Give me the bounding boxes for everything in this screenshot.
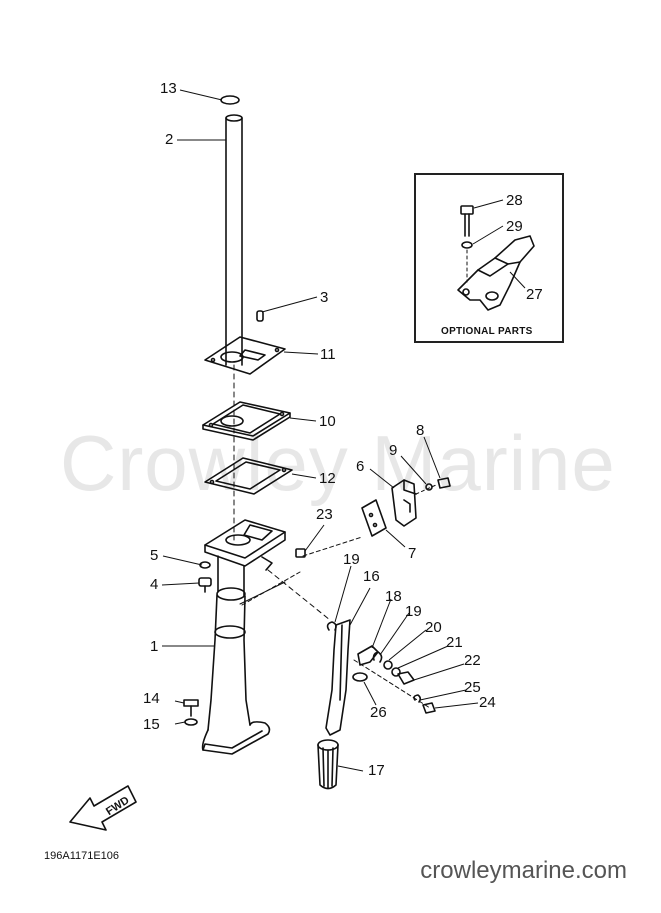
label-part-19a: 19	[343, 551, 360, 568]
label-part-8: 8	[416, 422, 425, 439]
label-part-18: 18	[385, 588, 402, 605]
label-part-13: 13	[160, 80, 177, 97]
label-part-19b: 19	[405, 603, 422, 620]
label-part-15: 15	[143, 716, 160, 733]
optional-parts-box	[414, 173, 564, 343]
label-part-10: 10	[319, 413, 336, 430]
label-part-2: 2	[165, 131, 174, 148]
part-13-cap	[220, 95, 240, 105]
label-part-4: 4	[150, 576, 159, 593]
label-part-5: 5	[150, 547, 159, 564]
label-part-16: 16	[363, 568, 380, 585]
part-21-washer	[391, 667, 401, 677]
part-16-tiller-arm	[325, 619, 351, 736]
part-20-washer	[383, 660, 393, 670]
watermark-text: Crowley Marine	[60, 419, 616, 507]
label-part-17: 17	[368, 762, 385, 779]
label-part-26: 26	[370, 704, 387, 721]
part-14-bolt	[183, 699, 199, 717]
label-part-6: 6	[356, 458, 365, 475]
label-part-23: 23	[316, 506, 333, 523]
part-10-plate	[202, 401, 291, 441]
label-part-27: 27	[526, 286, 543, 303]
part-12-gasket	[204, 457, 293, 495]
diagram-code: 196A1171E106	[44, 850, 120, 862]
part-29-washer	[461, 241, 473, 249]
part-2-tube	[225, 114, 243, 366]
part-23-nut	[295, 548, 306, 558]
optional-parts-caption: OPTIONAL PARTS	[441, 326, 533, 337]
footer-url: crowleymarine.com	[420, 857, 627, 884]
part-19a-clip	[326, 621, 337, 631]
label-part-21: 21	[446, 634, 463, 651]
label-part-14: 14	[143, 690, 160, 707]
label-part-1: 1	[150, 638, 159, 655]
label-part-20: 20	[425, 619, 442, 636]
label-part-22: 22	[464, 652, 481, 669]
part-11-gasket	[204, 336, 286, 375]
part-24-bolt	[422, 702, 436, 714]
label-part-12: 12	[319, 470, 336, 487]
part-27-bracket	[457, 235, 535, 311]
label-part-3: 3	[320, 289, 329, 306]
label-part-11: 11	[320, 346, 336, 363]
label-part-7: 7	[408, 545, 417, 562]
label-part-9: 9	[389, 442, 398, 459]
part-15-washer	[184, 718, 198, 726]
part-6-bracket	[391, 479, 417, 527]
part-28-bolt	[460, 205, 474, 237]
part-9-washer	[425, 483, 433, 491]
part-26-nut	[352, 672, 368, 682]
part-7-plate	[361, 499, 387, 537]
part-22-bolt	[397, 671, 415, 685]
part-4-bolt	[198, 577, 212, 593]
part-3-pin	[256, 310, 264, 322]
fwd-arrow-icon	[69, 785, 137, 831]
part-8-bolt	[437, 477, 451, 489]
part-18-link	[357, 645, 379, 666]
part-17-grip	[317, 739, 339, 790]
label-part-24: 24	[479, 694, 496, 711]
label-part-29: 29	[506, 218, 523, 235]
label-part-25: 25	[464, 679, 481, 696]
part-19b-clip	[372, 651, 383, 663]
part-1-housing	[201, 519, 286, 755]
label-part-28: 28	[506, 192, 523, 209]
